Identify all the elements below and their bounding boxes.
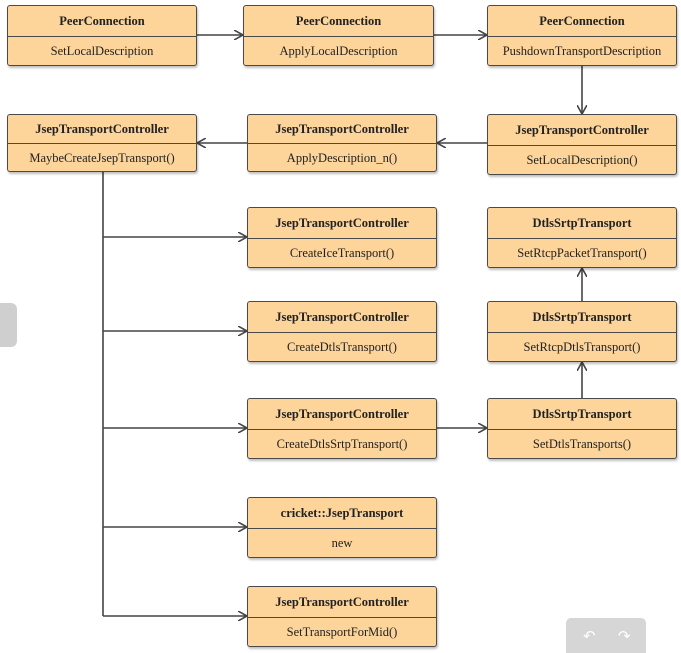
side-panel-handle[interactable] [0, 303, 17, 347]
undo-redo-toolbar: ↶ ↷ [566, 618, 646, 653]
node-method: ApplyLocalDescription [279, 44, 398, 58]
node-method: SetRtcpPacketTransport() [517, 246, 647, 260]
redo-icon[interactable]: ↷ [618, 627, 631, 645]
node-method: CreateDtlsTransport() [287, 340, 397, 354]
node-jtc-maybe[interactable]: JsepTransportController MaybeCreateJsepT… [7, 114, 197, 172]
node-method: CreateIceTransport() [289, 246, 395, 260]
node-jtc-ice[interactable]: JsepTransportController CreateIceTranspo… [247, 207, 437, 268]
node-method: SetRtcpDtlsTransport() [523, 340, 641, 354]
node-jtc-setlocal[interactable]: JsepTransportController SetLocalDescript… [487, 114, 677, 175]
node-method: CreateDtlsSrtpTransport() [276, 437, 408, 451]
node-method: MaybeCreateJsepTransport() [29, 151, 175, 165]
node-method: SetDtlsTransports() [532, 437, 632, 451]
node-jtc-apply[interactable]: JsepTransportController ApplyDescription… [247, 114, 437, 172]
node-jtc-dtlssrtp[interactable]: JsepTransportController CreateDtlsSrtpTr… [247, 398, 437, 459]
node-title: JsepTransportController [248, 302, 436, 333]
node-title: JsepTransportController [488, 115, 676, 146]
node-title: PeerConnection [488, 6, 676, 37]
node-dtls-set[interactable]: DtlsSrtpTransport SetDtlsTransports() [487, 398, 677, 459]
node-pc1[interactable]: PeerConnection SetLocalDescription [7, 5, 197, 66]
node-title: cricket::JsepTransport [248, 498, 436, 529]
node-pc3[interactable]: PeerConnection PushdownTransportDescript… [487, 5, 677, 66]
node-title: JsepTransportController [248, 208, 436, 239]
node-title: PeerConnection [8, 6, 196, 37]
node-pc2[interactable]: PeerConnection ApplyLocalDescription [243, 5, 434, 66]
node-dtls-rtcp-dtls[interactable]: DtlsSrtpTransport SetRtcpDtlsTransport() [487, 301, 677, 362]
undo-icon[interactable]: ↶ [583, 627, 596, 645]
node-dtls-rtcp-packet[interactable]: DtlsSrtpTransport SetRtcpPacketTransport… [487, 207, 677, 268]
node-title: DtlsSrtpTransport [488, 399, 676, 430]
node-title: JsepTransportController [248, 587, 436, 618]
node-method: new [331, 536, 353, 550]
node-title: PeerConnection [244, 6, 433, 37]
node-method: ApplyDescription_n() [286, 151, 398, 165]
node-title: JsepTransportController [248, 399, 436, 430]
node-title: JsepTransportController [8, 115, 196, 144]
node-title: JsepTransportController [248, 115, 436, 144]
node-method: SetTransportForMid() [286, 625, 398, 639]
node-jtc-setmid[interactable]: JsepTransportController SetTransportForM… [247, 586, 437, 647]
node-jtc-dtls[interactable]: JsepTransportController CreateDtlsTransp… [247, 301, 437, 362]
node-title: DtlsSrtpTransport [488, 208, 676, 239]
node-method: SetLocalDescription() [526, 153, 638, 167]
node-method: PushdownTransportDescription [502, 44, 662, 58]
node-method: SetLocalDescription [50, 44, 154, 58]
node-jsep-new[interactable]: cricket::JsepTransport new [247, 497, 437, 558]
node-title: DtlsSrtpTransport [488, 302, 676, 333]
